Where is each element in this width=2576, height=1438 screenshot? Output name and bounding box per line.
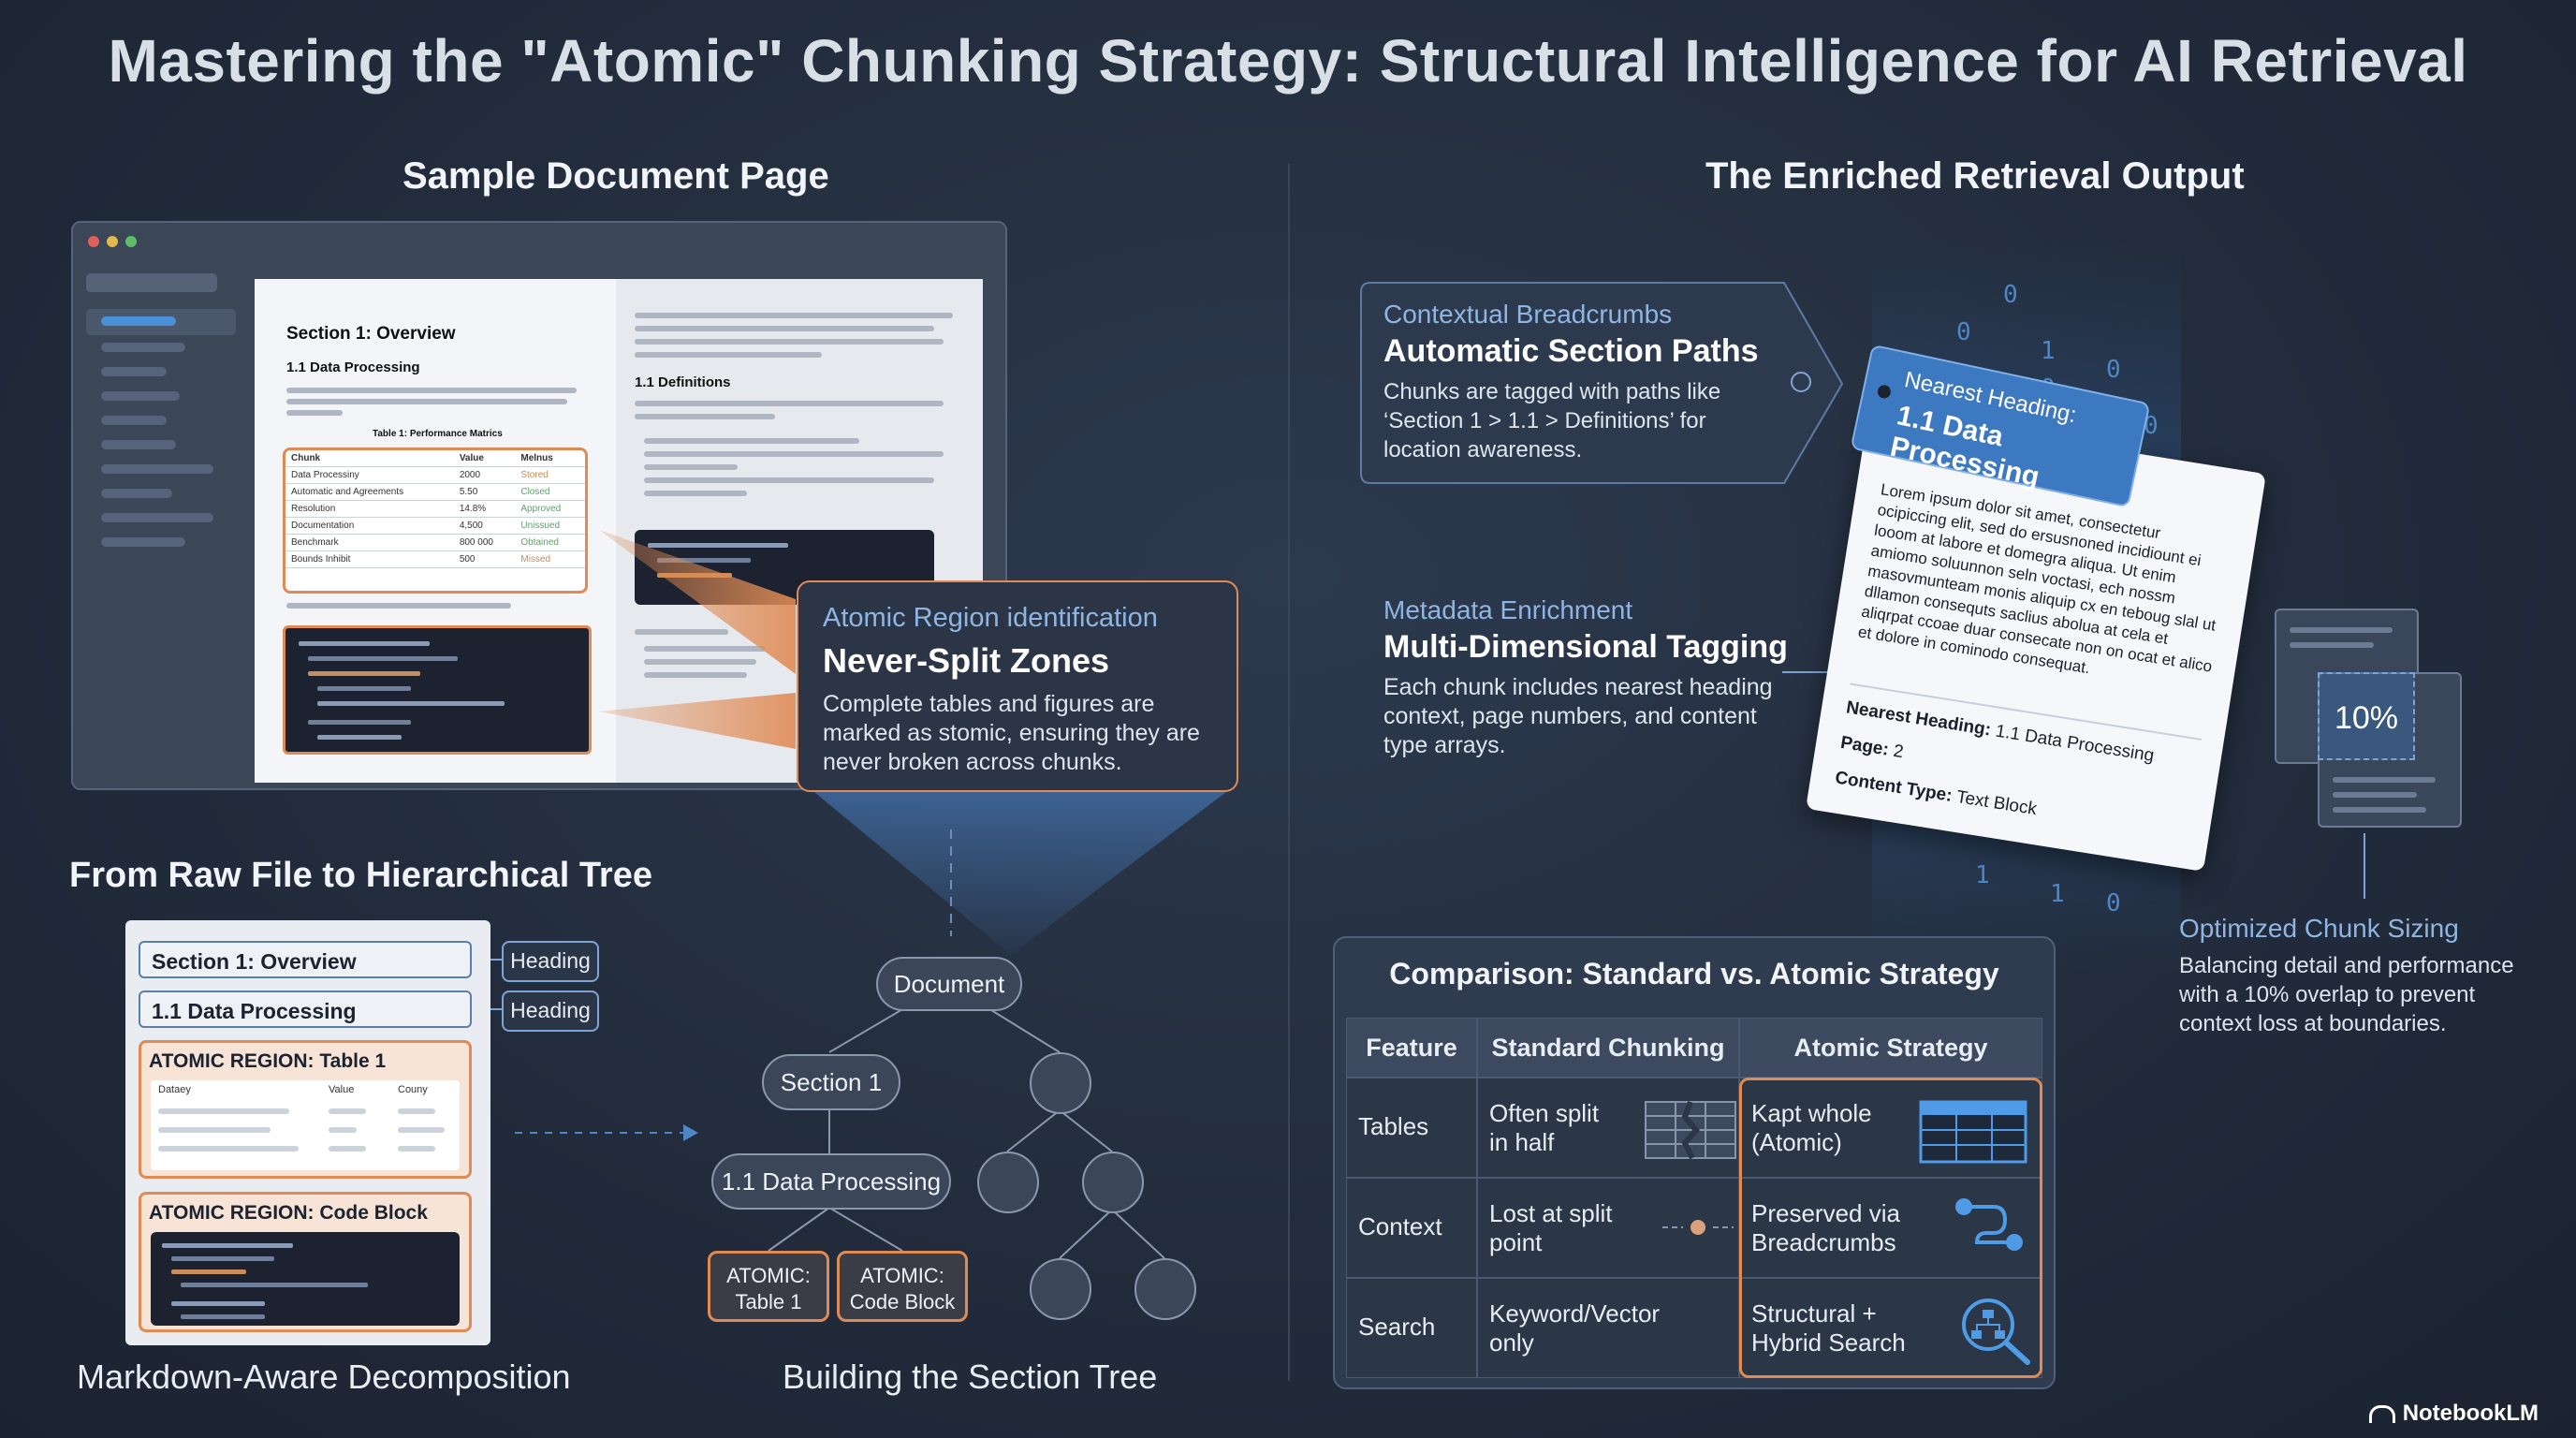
doc-table-caption: Table 1: Performance Matrics	[373, 429, 503, 439]
atomic-table-col: Couny	[398, 1084, 428, 1095]
metadata-subtitle: Metadata Enrichment	[1383, 595, 1633, 624]
chunk-meta-page: Page: 2	[1838, 732, 1905, 763]
raw-file-title: From Raw File to Hierarchical Tree	[69, 856, 652, 895]
doc-table-header: Melnus	[515, 450, 585, 467]
table-cell-atomic: Preserved via Breadcrumbs	[1739, 1178, 2042, 1278]
callout-subtitle: Atomic Region identification	[823, 603, 1158, 633]
doc-table-header: Chunk	[285, 450, 454, 467]
tree-node-atomic-table: ATOMIC: Table 1	[708, 1251, 829, 1322]
table-cell-standard: Keyword/Vector only	[1477, 1278, 1739, 1378]
raw-section-heading: Section 1: Overview	[139, 941, 472, 978]
tree-node-document: Document	[876, 957, 1022, 1011]
comparison-grid: Feature Standard Chunking Atomic Strateg…	[1346, 1018, 2042, 1378]
split-table-icon	[1645, 1100, 1736, 1160]
atomic-region-code: ATOMIC REGION: Code Block	[139, 1192, 472, 1332]
chunk-meta-content-type: Content Type: Text Block	[1833, 768, 2039, 820]
section-tree-caption: Building the Section Tree	[783, 1357, 1158, 1396]
table-header-atomic: Atomic Strategy	[1739, 1018, 2042, 1078]
code-highlight-beam	[599, 693, 796, 749]
never-split-callout: Atomic Region identification Never-Split…	[797, 580, 1238, 792]
chunk-lorem-text: Lorem ipsum dolor sit amet, consectetur …	[1856, 480, 2217, 678]
whole-table-icon	[1919, 1100, 2027, 1164]
tree-node-circle	[1030, 1258, 1091, 1320]
document-page-left: Section 1: Overview 1.1 Data Processing …	[255, 279, 616, 783]
atomic-table-col: Value	[329, 1084, 355, 1095]
atomic-code-label: ATOMIC REGION: Code Block	[149, 1202, 428, 1224]
tree-node-circle	[1082, 1152, 1144, 1213]
minimize-dot-icon[interactable]	[107, 236, 118, 247]
atomic-table-col: Dataey	[158, 1084, 191, 1095]
notebooklm-brand: NotebookLM	[2368, 1401, 2539, 1427]
heading-tag: Heading	[502, 941, 599, 982]
callout-body: Complete tables and figures are marked a…	[823, 691, 1200, 775]
atomic-column-highlight	[1739, 1078, 2042, 1378]
comparison-title: Comparison: Standard vs. Atomic Strategy	[1389, 957, 1999, 990]
heading-tag: Heading	[502, 990, 599, 1032]
tree-node-atomic-code: ATOMIC: Code Block	[837, 1251, 968, 1322]
breadcrumbs-tag-shape	[1360, 282, 1844, 484]
tree-edges	[768, 982, 1165, 1259]
atomic-region-table: ATOMIC REGION: Table 1 Dataey Value Coun…	[139, 1040, 472, 1179]
callout-heading: Never-Split Zones	[823, 641, 1110, 680]
chunk-doc-icon	[2318, 672, 2462, 828]
hybrid-search-icon	[1962, 1299, 2030, 1365]
notebooklm-logo-icon	[2368, 1405, 2395, 1424]
callout-down-beam	[814, 792, 1226, 955]
doc-atomic-code-block	[283, 625, 592, 755]
doc-table-header: Value	[453, 450, 516, 467]
breadcrumbs-heading: Automatic Section Paths	[1383, 333, 1759, 369]
table-cell-feature: Tables	[1346, 1078, 1477, 1178]
atomic-table-label: ATOMIC REGION: Table 1	[149, 1050, 387, 1072]
table-header-standard: Standard Chunking	[1477, 1018, 1739, 1078]
tree-node-circle	[1134, 1258, 1196, 1320]
breadcrumb-path-icon	[1955, 1198, 2023, 1251]
broken-link-icon	[1662, 1220, 1734, 1235]
tree-node-circle	[977, 1152, 1039, 1213]
close-dot-icon[interactable]	[88, 236, 99, 247]
raw-markdown-card: Section 1: Overview 1.1 Data Processing …	[125, 920, 490, 1345]
overlap-percentage: 10%	[2318, 672, 2415, 760]
markdown-decomposition-caption: Markdown-Aware Decomposition	[77, 1357, 571, 1396]
breadcrumbs-body: Chunks are tagged with paths like ‘Secti…	[1383, 379, 1721, 462]
doc-subsection-heading: 1.1 Data Processing	[286, 360, 420, 375]
tree-node-circle	[1030, 1052, 1091, 1114]
sizing-subtitle: Optimized Chunk Sizing	[2179, 914, 2459, 943]
tree-node-section: Section 1	[762, 1054, 900, 1110]
sizing-body: Balancing detail and performance with a …	[2179, 953, 2514, 1036]
table-cell-feature: Context	[1346, 1178, 1477, 1278]
retrieval-output-title: The Enriched Retrieval Output	[1705, 155, 2245, 197]
table-cell-atomic: Structural + Hybrid Search	[1739, 1278, 2042, 1378]
center-divider	[1288, 164, 1290, 1381]
sample-document-title: Sample Document Page	[402, 155, 829, 197]
doc-section-heading: Section 1: Overview	[286, 324, 456, 344]
metadata-callout: Metadata Enrichment Multi-Dimensional Ta…	[1383, 595, 1795, 760]
maximize-dot-icon[interactable]	[125, 236, 137, 247]
chunk-overlap-graphic: 10%	[2275, 609, 2462, 828]
tag-hole-icon	[1876, 384, 1893, 400]
breadcrumbs-callout: Contextual Breadcrumbs Automatic Section…	[1383, 300, 1786, 464]
breadcrumbs-subtitle: Contextual Breadcrumbs	[1383, 300, 1673, 329]
doc-definitions-heading: 1.1 Definitions	[635, 374, 731, 390]
metadata-body: Each chunk includes nearest heading cont…	[1383, 674, 1773, 758]
chunk-sizing-callout: Optimized Chunk Sizing Balancing detail …	[2179, 914, 2516, 1038]
comparison-table-card: Comparison: Standard vs. Atomic Strategy…	[1333, 936, 2056, 1389]
tree-node-subsection: 1.1 Data Processing	[711, 1153, 951, 1210]
page-title: Mastering the "Atomic" Chunking Strategy…	[108, 27, 2468, 95]
raw-subsection-heading: 1.1 Data Processing	[139, 990, 472, 1028]
metadata-heading: Multi-Dimensional Tagging	[1383, 629, 1788, 665]
table-cell-feature: Search	[1346, 1278, 1477, 1378]
table-header-feature: Feature	[1346, 1018, 1477, 1078]
table-highlight-beam	[599, 530, 796, 674]
